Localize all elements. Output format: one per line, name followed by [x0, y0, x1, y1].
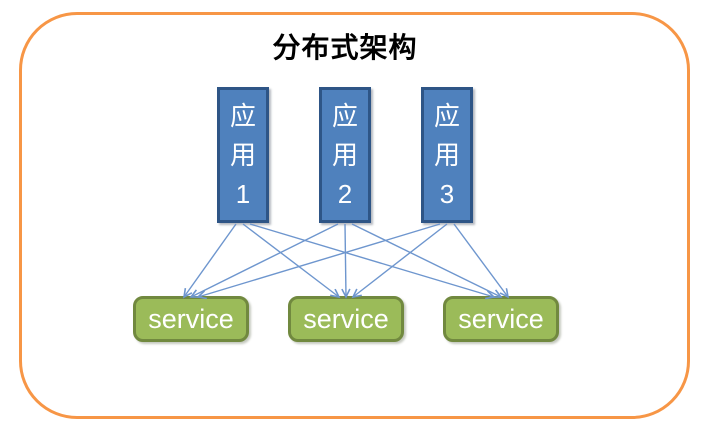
- app-node-3: 应 用 3: [421, 87, 473, 223]
- service-node-2: service: [288, 296, 404, 342]
- app-node-1-char-1: 应: [229, 100, 256, 131]
- app-node-3-char-1: 应: [433, 100, 460, 131]
- app-node-2: 应 用 2: [319, 87, 371, 223]
- app-node-2-char-1: 应: [331, 100, 358, 131]
- outer-rounded-border: [19, 12, 690, 419]
- diagram-title: 分布式架构: [272, 32, 418, 63]
- service-node-1-label: service: [148, 303, 234, 334]
- app-node-2-char-2: 用: [331, 139, 358, 170]
- app-node-1: 应 用 1: [217, 87, 269, 223]
- app-node-3-char-3: 3: [439, 178, 455, 209]
- service-node-3-label: service: [458, 303, 544, 334]
- app-node-1-char-3: 1: [235, 178, 251, 209]
- app-node-1-char-2: 用: [229, 139, 256, 170]
- app-node-2-char-3: 2: [337, 178, 353, 209]
- service-node-1: service: [133, 296, 249, 342]
- app-node-3-char-2: 用: [433, 139, 460, 170]
- service-node-2-label: service: [303, 303, 389, 334]
- service-node-3: service: [443, 296, 559, 342]
